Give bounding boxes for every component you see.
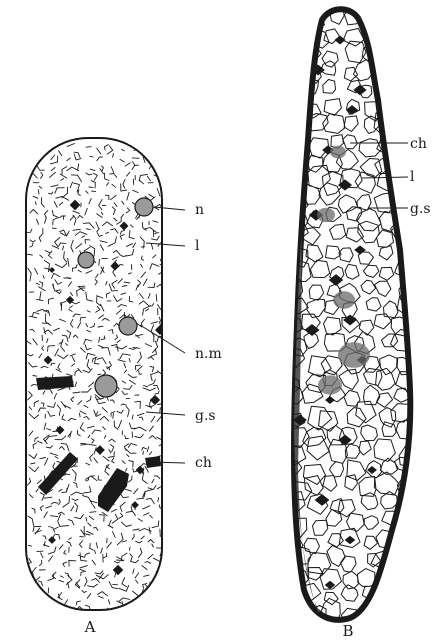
panel-b — [280, 6, 423, 628]
nucleolus-a-1 — [135, 198, 153, 216]
label-b-l: l — [410, 169, 415, 185]
caption-b: B — [342, 622, 353, 640]
label-a-n: n — [195, 202, 204, 218]
label-a-nm: n.m — [195, 346, 222, 362]
blotch-b-2 — [318, 375, 342, 394]
panel-a — [25, 138, 169, 616]
label-a-gs: g.s — [195, 408, 216, 424]
caption-a: A — [84, 618, 96, 636]
blotch-b-5 — [330, 146, 346, 159]
label-b-gs: g.s — [410, 201, 431, 217]
nucleolus-a-2 — [78, 252, 94, 268]
nucleolus-a-4 — [95, 375, 117, 397]
blotch-b-4 — [317, 208, 335, 222]
label-b-ch: ch — [410, 136, 427, 152]
label-a-ch: ch — [195, 455, 212, 471]
node-b-19 — [376, 595, 388, 605]
nucleolus-a-3 — [119, 317, 137, 335]
blotch-b-3 — [333, 291, 355, 309]
label-a-l: l — [195, 238, 200, 254]
blotch-b-1 — [338, 342, 370, 368]
